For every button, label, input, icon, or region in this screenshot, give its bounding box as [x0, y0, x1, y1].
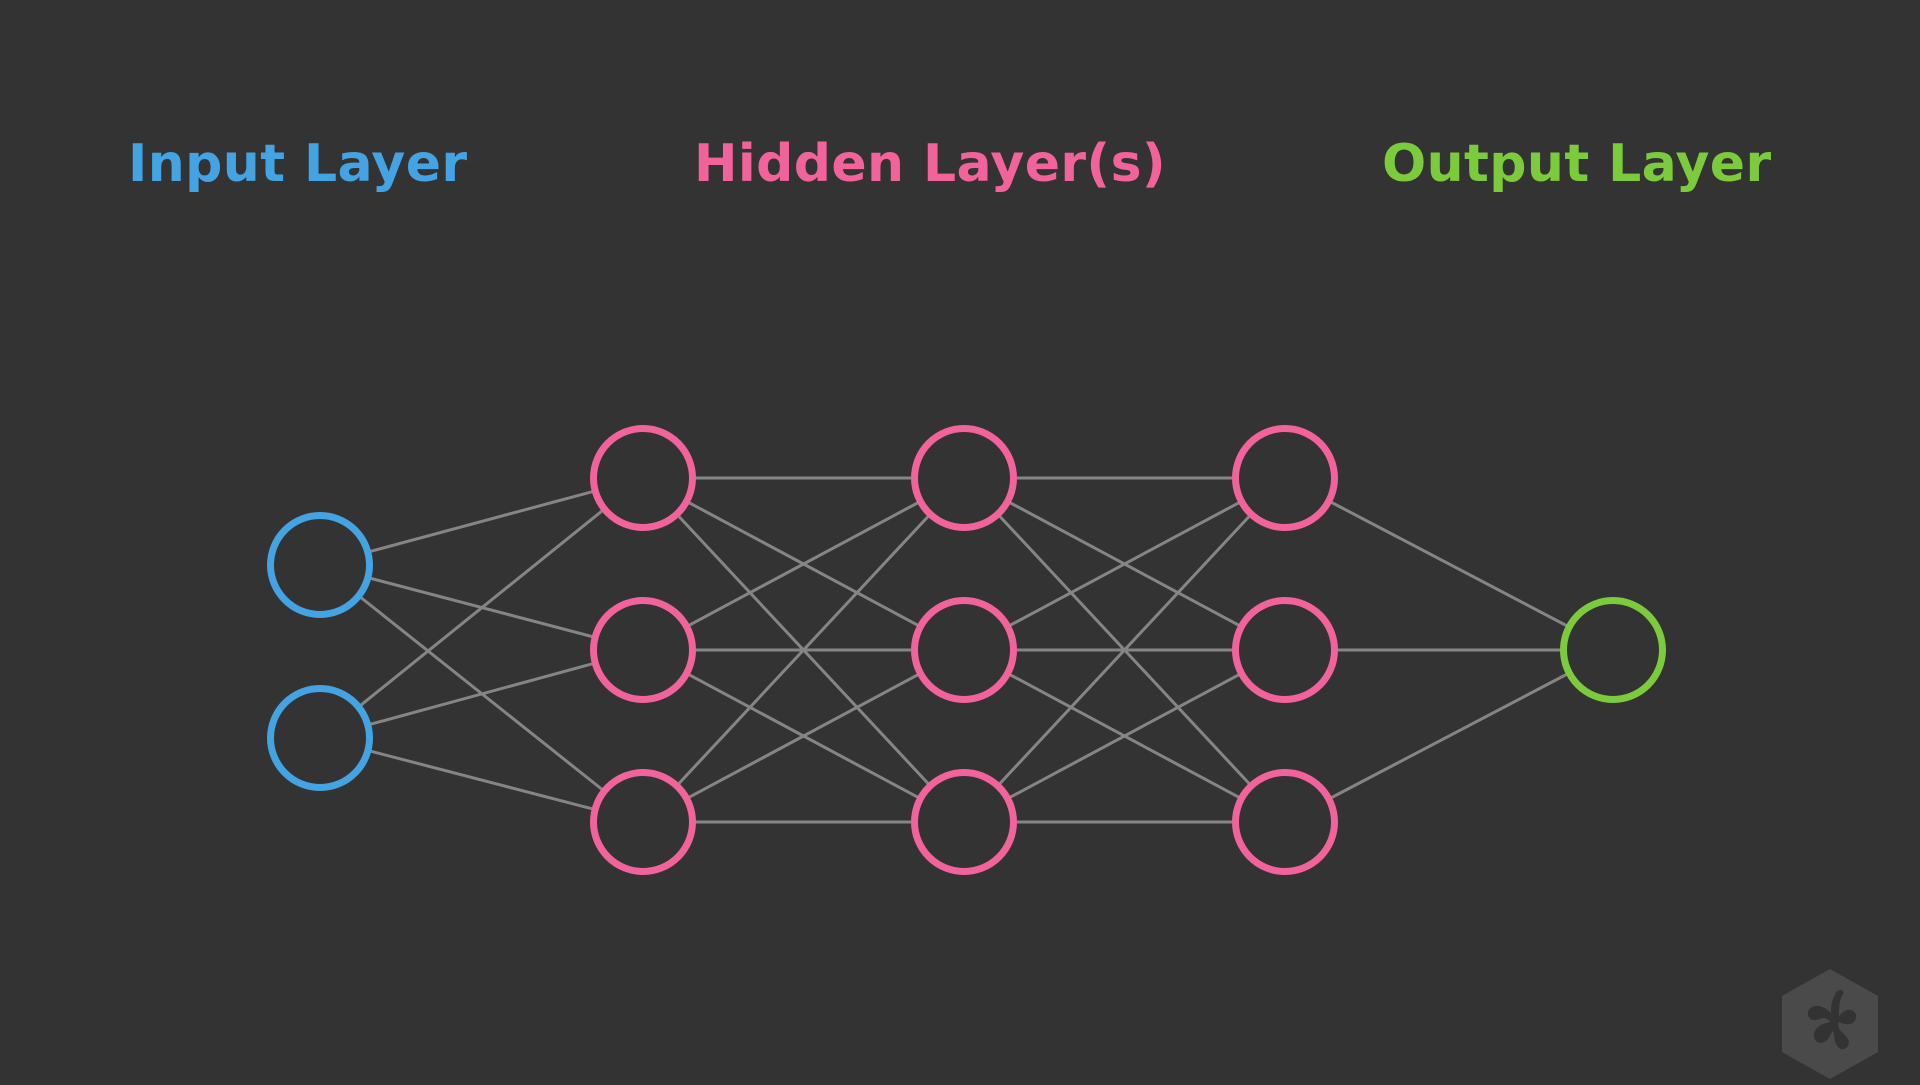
- layer-hidden1: [590, 425, 696, 875]
- network-edge: [1009, 673, 1240, 799]
- layer-input: [267, 512, 373, 791]
- network-edge: [369, 749, 594, 811]
- network-edge: [1330, 501, 1568, 627]
- network-edge: [369, 490, 594, 553]
- node-o1[interactable]: [1560, 597, 1666, 703]
- network-edge: [1330, 673, 1568, 799]
- network-edge: [688, 501, 919, 627]
- node-h3_2[interactable]: [1232, 597, 1338, 703]
- node-h2_1[interactable]: [911, 425, 1017, 531]
- node-h2_3[interactable]: [911, 769, 1017, 875]
- node-i2[interactable]: [267, 685, 373, 791]
- layer-label-output: Output Layer: [1382, 134, 1772, 194]
- layer-label-hidden: Hidden Layer(s): [694, 134, 1167, 194]
- network-edge: [677, 515, 930, 785]
- node-h1_3[interactable]: [590, 769, 696, 875]
- node-h1_1[interactable]: [590, 425, 696, 531]
- network-edge: [688, 673, 919, 799]
- layer-label-input: Input Layer: [128, 134, 468, 194]
- node-h1_2[interactable]: [590, 597, 696, 703]
- layer-hidden3: [1232, 425, 1338, 875]
- network-edge: [369, 662, 594, 726]
- layer-hidden2: [911, 425, 1017, 875]
- network-edge: [998, 515, 1251, 785]
- treehouse-logo-watermark: [1782, 969, 1878, 1079]
- layer-output: [1560, 597, 1666, 703]
- node-h3_1[interactable]: [1232, 425, 1338, 531]
- network-edge: [359, 509, 604, 707]
- node-i1[interactable]: [267, 512, 373, 618]
- edge-group: [359, 476, 1568, 824]
- watermark-tree-icon: [1807, 990, 1857, 1050]
- network-edge: [1009, 501, 1240, 627]
- node-h2_2[interactable]: [911, 597, 1017, 703]
- node-h3_3[interactable]: [1232, 769, 1338, 875]
